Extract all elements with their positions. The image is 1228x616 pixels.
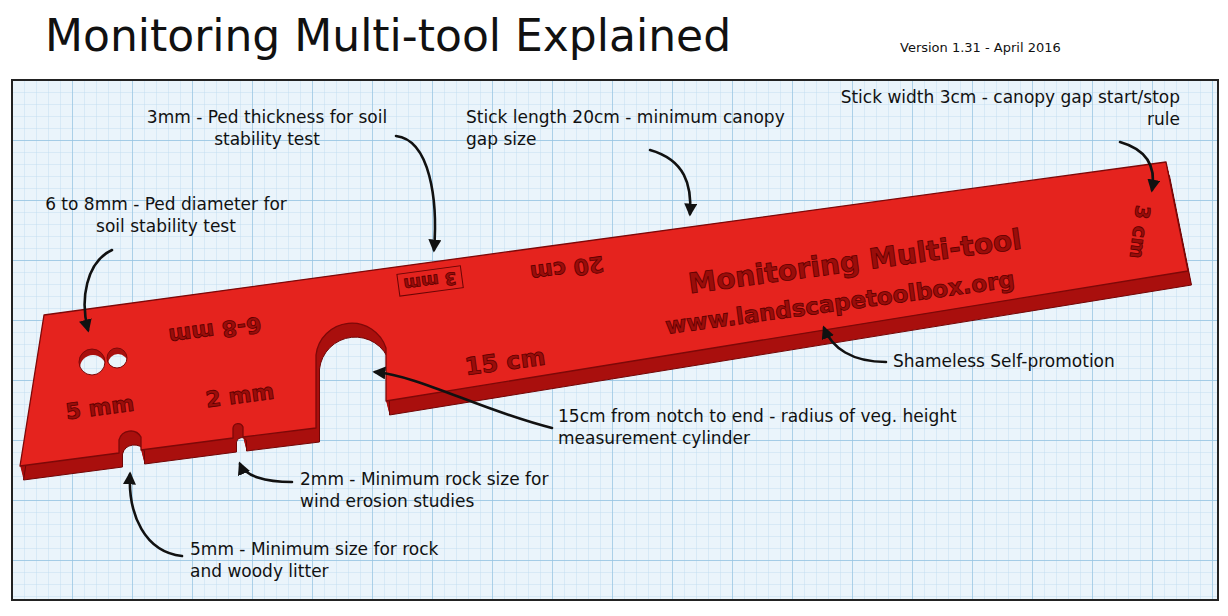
engraved-text: 3 cm bbox=[1127, 204, 1153, 260]
callout-text: Stick length 20cm - minimum canopy gap s… bbox=[466, 106, 806, 150]
leader-arrow bbox=[240, 464, 292, 482]
callout-text: Stick width 3cm - canopy gap start/stop … bbox=[820, 86, 1180, 130]
hole-rim bbox=[107, 348, 127, 368]
leader-arrow bbox=[375, 372, 552, 428]
diagram-title: Monitoring Multi-tool Explained bbox=[45, 12, 731, 60]
callout-text: 3mm - Ped thickness for soil stability t… bbox=[142, 106, 392, 150]
callout-text: Shameless Self-promotion bbox=[893, 350, 1193, 372]
hole-through bbox=[80, 355, 106, 381]
leader-arrow bbox=[85, 250, 112, 330]
callout-text: 15cm from notch to end - radius of veg. … bbox=[558, 405, 958, 449]
multi-tool bbox=[20, 162, 1188, 466]
leader-arrow bbox=[824, 328, 886, 362]
version-note: Version 1.31 - April 2016 bbox=[900, 40, 1061, 55]
grid-panel bbox=[12, 80, 1218, 600]
hole-rim bbox=[79, 349, 105, 375]
ped-hole bbox=[70, 335, 140, 385]
leader-arrow bbox=[130, 474, 182, 556]
leader-arrow bbox=[1120, 142, 1153, 190]
callout-text: 5mm - Minimum size for rock and woody li… bbox=[190, 538, 440, 582]
callout-text: 6 to 8mm - Ped diameter for soil stabili… bbox=[36, 193, 296, 237]
leader-arrow bbox=[396, 136, 435, 250]
tool-side-layer bbox=[20, 163, 1188, 467]
leader-arrow bbox=[650, 150, 690, 214]
hole-wall bbox=[70, 335, 140, 385]
tool-side bbox=[20, 163, 1191, 480]
callout-text: 2mm - Minimum rock size for wind erosion… bbox=[300, 468, 570, 512]
